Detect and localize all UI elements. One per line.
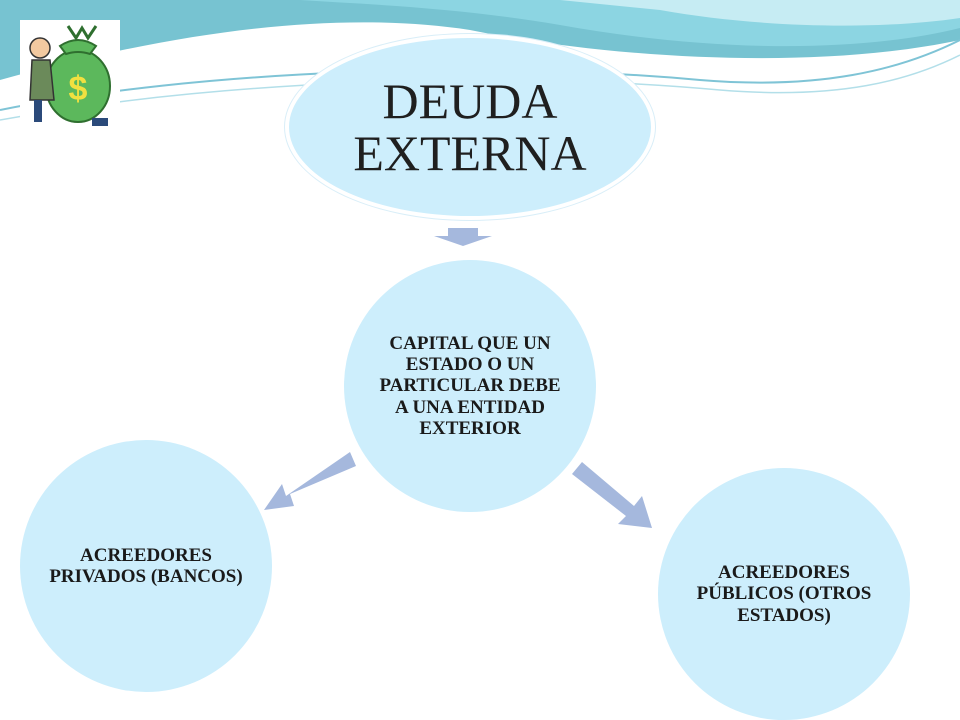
left-text: ACREEDORES PRIVADOS (BANCOS) (49, 544, 243, 587)
title-text: DEUDA EXTERNA (353, 72, 587, 181)
right-text: ACREEDORES PÚBLICOS (OTROS ESTADOS) (696, 562, 872, 626)
svg-text:$: $ (69, 70, 88, 108)
center-text: CAPITAL QUE UN ESTADO O UN PARTICULAR DE… (379, 332, 561, 439)
left-node: ACREEDORES PRIVADOS (BANCOS) (20, 440, 272, 692)
right-node: ACREEDORES PÚBLICOS (OTROS ESTADOS) (658, 468, 910, 720)
money-bag-icon: $ (20, 20, 120, 128)
center-node: CAPITAL QUE UN ESTADO O UN PARTICULAR DE… (344, 260, 596, 512)
title-node: DEUDA EXTERNA (285, 34, 655, 220)
